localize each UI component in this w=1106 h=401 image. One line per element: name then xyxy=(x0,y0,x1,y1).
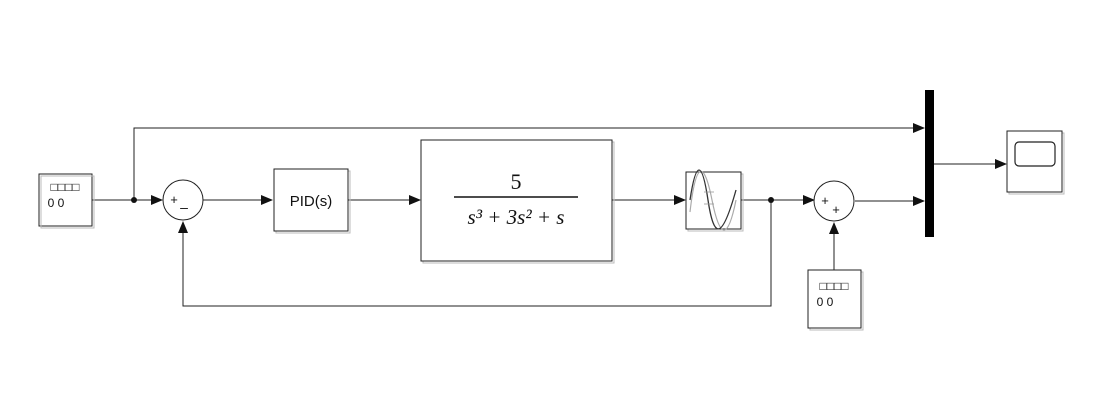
mux-bar-icon[interactable] xyxy=(925,90,934,237)
sum2-sign-plus-left: + xyxy=(821,193,829,208)
transport-delay-icon xyxy=(689,169,737,231)
sum-junction-icon xyxy=(162,179,204,221)
transport-delay-block[interactable] xyxy=(685,169,744,232)
scope-screen xyxy=(1014,141,1056,167)
branch-point-reference xyxy=(131,197,137,203)
scope-block[interactable] xyxy=(1006,130,1065,195)
signal-lines xyxy=(92,123,1007,307)
tf-numerator: 5 xyxy=(511,169,522,194)
branch-point-output xyxy=(768,197,774,203)
sum1-sign-plus: + xyxy=(170,192,178,207)
pid-controller-block[interactable]: PID(s) xyxy=(273,168,351,234)
signal-builder-1-bottom: 0 0 xyxy=(48,196,65,210)
pid-label: PID(s) xyxy=(290,193,333,210)
sum-block-2[interactable]: + + xyxy=(813,180,855,222)
sum-junction-icon xyxy=(813,180,855,222)
sum-block-1[interactable]: + – xyxy=(162,179,204,221)
line-feedback-to-sum1 xyxy=(178,200,772,307)
signal-builder-block-2[interactable]: □□□□ 0 0 xyxy=(807,269,864,331)
signal-builder-2-bottom: 0 0 xyxy=(817,295,834,309)
signal-builder-2-top: □□□□ xyxy=(820,279,849,293)
line-reference-branch-to-mux xyxy=(133,123,925,200)
signal-builder-icon xyxy=(807,269,862,329)
sum1-sign-minus: – xyxy=(180,199,188,215)
signal-builder-1-top: □□□□ xyxy=(51,180,80,194)
signal-builder-block-1[interactable]: □□□□ 0 0 xyxy=(38,173,95,229)
signal-builder-icon xyxy=(38,173,93,227)
tf-denominator: s³ + 3s² + s xyxy=(468,205,565,229)
sum2-sign-plus-bottom: + xyxy=(832,202,840,217)
transfer-function-block[interactable]: 5 s³ + 3s² + s xyxy=(420,139,615,264)
